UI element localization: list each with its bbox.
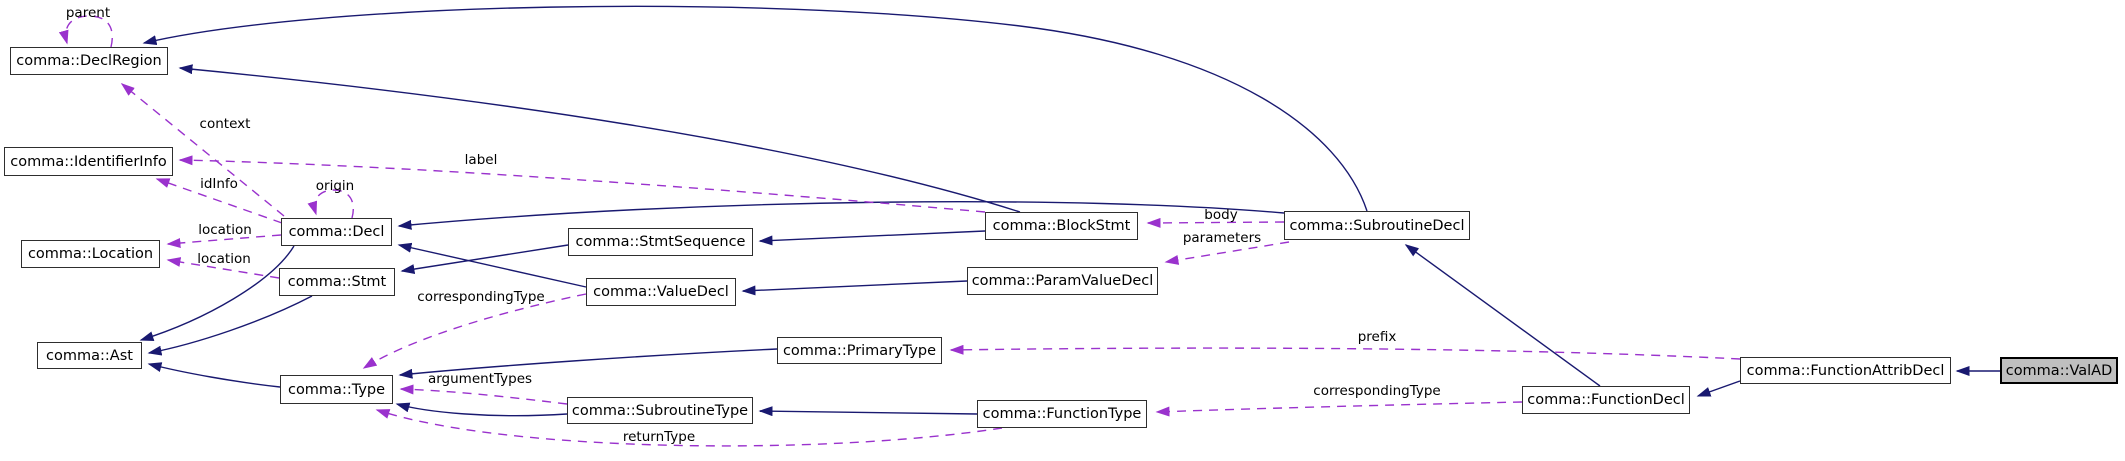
edge-valuedecl-decl <box>397 242 587 288</box>
edge-label-correspondingtype-functiondecl: correspondingType <box>1313 383 1441 399</box>
edge-subroutinetype-argumenttypes-type <box>399 384 568 405</box>
edge-functiondecl-subroutinedecl <box>1404 244 1601 387</box>
node-comma-stmt[interactable]: comma::Stmt <box>279 268 395 296</box>
edge-label-label: label <box>464 152 498 168</box>
edge-label-parent: parent <box>65 5 111 21</box>
edge-label-body: body <box>1204 207 1238 223</box>
node-comma-decl[interactable]: comma::Decl <box>281 218 392 246</box>
edge-functiontype-subroutinetype <box>758 406 978 417</box>
node-comma-identifierinfo[interactable]: comma::IdentifierInfo <box>4 147 173 176</box>
node-comma-functiondecl[interactable]: comma::FunctionDecl <box>1522 386 1690 414</box>
node-comma-subroutinedecl[interactable]: comma::SubroutineDecl <box>1284 211 1470 240</box>
edge-label-argumenttypes: argumentTypes <box>427 371 533 387</box>
edge-functionattribdecl-functiondecl <box>1696 380 1741 397</box>
edge-functiondecl-correspondingtype-functiontype <box>1155 401 1523 417</box>
edge-label-origin: origin <box>315 178 355 194</box>
node-comma-ast[interactable]: comma::Ast <box>37 342 142 369</box>
node-comma-primarytype[interactable]: comma::PrimaryType <box>777 337 942 364</box>
node-comma-valad[interactable]: comma::ValAD <box>2000 357 2118 384</box>
node-comma-functionattribdecl[interactable]: comma::FunctionAttribDecl <box>1740 357 1951 384</box>
edge-label-returntype: returnType <box>622 429 696 445</box>
node-comma-valuedecl[interactable]: comma::ValueDecl <box>586 278 736 306</box>
node-comma-declregion[interactable]: comma::DeclRegion <box>10 47 168 75</box>
edge-subroutinedecl-body-blockstmt <box>1146 217 1285 228</box>
edge-label-correspondingtype-valuedecl: correspondingType <box>417 289 545 305</box>
edge-functiontype-returntype-type <box>375 409 1003 447</box>
node-comma-blockstmt[interactable]: comma::BlockStmt <box>985 212 1138 240</box>
edge-label-context: context <box>199 116 251 132</box>
edge-decl-origin-self-loop <box>307 189 354 219</box>
edge-functionattribdecl-prefix-primarytype <box>949 344 1741 360</box>
node-comma-subroutinetype[interactable]: comma::SubroutineType <box>567 397 753 424</box>
edge-paramvaluedecl-valuedecl <box>741 280 968 296</box>
edge-decl-ast <box>139 245 295 342</box>
edge-label-location-decl: location <box>198 222 252 238</box>
edge-blockstmt-declregion <box>178 64 1021 213</box>
edge-decl-location-location <box>166 234 282 248</box>
edge-stmt-ast <box>147 295 313 356</box>
edge-label-parameters: parameters <box>1182 230 1262 246</box>
edge-blockstmt-stmtsequence <box>758 230 986 246</box>
edge-subroutinedecl-decl <box>397 201 1285 230</box>
edge-label-idinfo: idInfo <box>200 176 238 192</box>
edge-subroutinedecl-parameters-paramvaluedecl <box>1164 241 1290 265</box>
node-comma-location[interactable]: comma::Location <box>21 240 160 268</box>
node-comma-stmtsequence[interactable]: comma::StmtSequence <box>568 228 753 256</box>
edge-label-location-stmt: location <box>197 251 251 267</box>
edge-subroutinedecl-declregion <box>142 5 1368 212</box>
edge-blockstmt-label-identifierinfo <box>178 155 986 213</box>
edge-primarytype-type <box>398 348 778 379</box>
node-comma-functiontype[interactable]: comma::FunctionType <box>977 400 1147 428</box>
edge-decl-idinfo-identifierinfo <box>155 178 283 224</box>
edge-stmtsequence-stmt <box>400 244 569 275</box>
node-comma-type[interactable]: comma::Type <box>280 375 393 404</box>
edge-stmt-location-location <box>166 257 280 279</box>
edge-valuedecl-correspondingtype-type <box>362 293 587 369</box>
edge-subroutinetype-type <box>395 402 568 417</box>
edge-decl-context-declregion <box>120 83 285 217</box>
edge-type-ast <box>147 362 281 388</box>
edge-label-prefix: prefix <box>1357 329 1397 345</box>
node-comma-paramvaluedecl[interactable]: comma::ParamValueDecl <box>967 267 1158 295</box>
